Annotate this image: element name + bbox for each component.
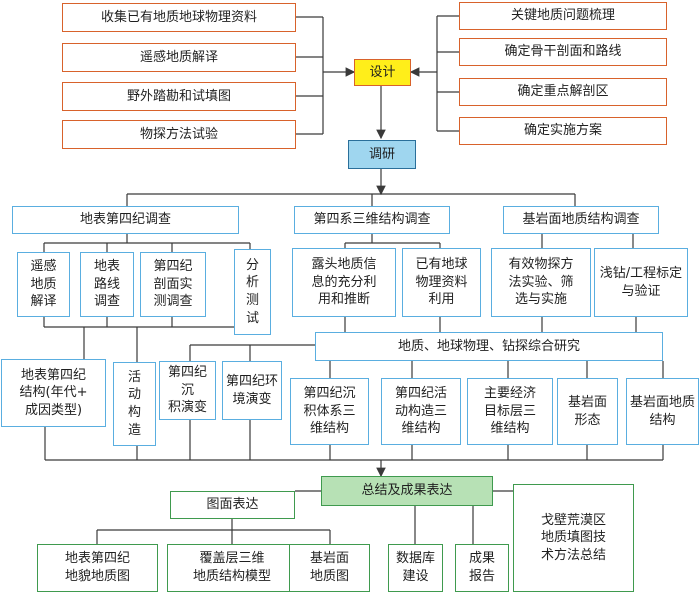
method-surface-route: 地表 路线 调查 — [80, 252, 134, 317]
output-method-summary: 戈壁荒漠区 地质填图技 术方法总结 — [513, 484, 634, 592]
result-surface-structure: 地表第四纪 结构(年代+ 成因类型) — [1, 359, 106, 427]
research-node: 调研 — [348, 140, 416, 169]
method-geophysics-experiment: 有效物探方 法实验、筛 选与实施 — [491, 248, 591, 317]
result-economic-layer-3d: 主要经济 目标层三 维结构 — [467, 378, 553, 445]
method-outcrop-inference: 露头地质信 息的充分利 用和推断 — [292, 248, 396, 317]
survey-quaternary-3d: 第四系三维结构调查 — [294, 206, 450, 234]
summary-node: 总结及成果表达 — [321, 476, 493, 506]
input-collect-data: 收集已有地质地球物理资料 — [62, 3, 296, 32]
method-drilling-validation: 浅钻/工程标定 与验证 — [594, 248, 688, 317]
result-active-tectonics: 活 动 构 造 — [113, 362, 156, 446]
method-geophysics-data: 已有地球 物理资料 利用 — [402, 248, 481, 317]
map-expression: 图面表达 — [170, 491, 295, 519]
method-section-survey: 第四纪 剖面实 测调查 — [140, 252, 206, 317]
output-key-areas: 确定重点解剖区 — [459, 78, 667, 106]
survey-bedrock-structure: 基岩面地质结构调查 — [503, 206, 659, 234]
output-database: 数据库 建设 — [388, 544, 443, 592]
output-key-issues: 关键地质问题梳理 — [459, 2, 667, 30]
method-remote-sensing: 遥感 地质 解译 — [17, 252, 70, 317]
input-geophysics-test: 物探方法试验 — [62, 120, 296, 149]
result-sedimentary-evolution: 第四纪沉 积演变 — [159, 361, 216, 420]
result-bedrock-morphology: 基岩面 形态 — [557, 378, 618, 445]
method-analysis-testing: 分 析 测 试 — [234, 249, 271, 335]
design-node: 设计 — [354, 59, 411, 86]
result-sedimentary-3d: 第四纪沉 积体系三 维结构 — [290, 378, 369, 445]
output-surface-geomap: 地表第四纪 地貌地质图 — [37, 544, 158, 592]
output-3d-model: 覆盖层三维 地质结构模型 — [167, 544, 297, 592]
result-environment-evolution: 第四纪环 境演变 — [222, 361, 282, 420]
input-field-survey: 野外踏勘和试填图 — [62, 82, 296, 111]
integrated-research: 地质、地球物理、钻探综合研究 — [315, 332, 663, 361]
output-implementation-plan: 确定实施方案 — [459, 117, 667, 145]
output-report: 成果 报告 — [455, 544, 509, 592]
result-bedrock-structure: 基岩面地质 结构 — [626, 378, 699, 445]
input-remote-sensing: 遥感地质解译 — [62, 43, 296, 72]
result-tectonics-3d: 第四纪活 动构造三 维结构 — [381, 378, 461, 445]
output-profiles-routes: 确定骨干剖面和路线 — [459, 38, 667, 66]
survey-surface-quaternary: 地表第四纪调查 — [12, 206, 239, 234]
output-bedrock-geomap: 基岩面 地质图 — [289, 544, 370, 592]
